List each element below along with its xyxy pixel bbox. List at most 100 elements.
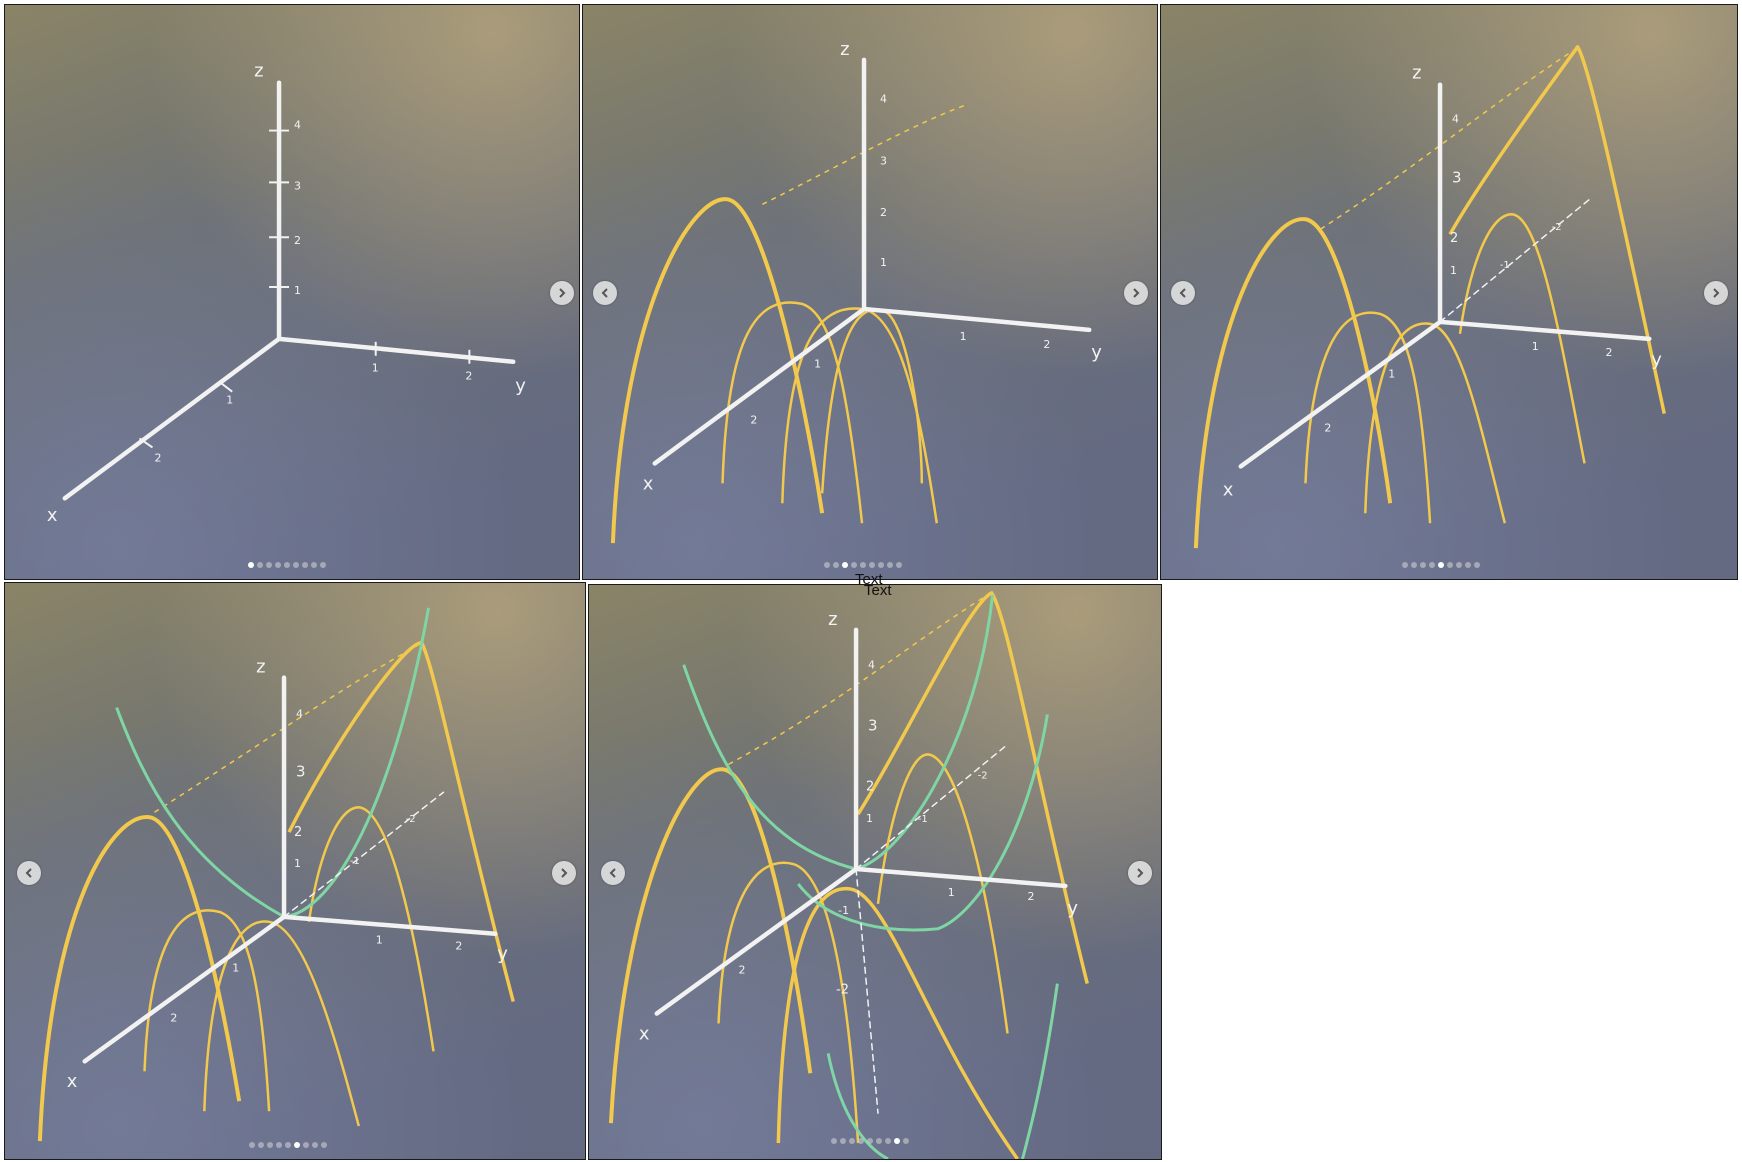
slide-dot[interactable] <box>851 562 857 568</box>
slide-dot[interactable] <box>833 562 839 568</box>
slide-dot[interactable] <box>293 562 299 568</box>
z-tick-label: 4 <box>1452 113 1459 126</box>
slide-indicator <box>824 561 902 569</box>
slide-dot[interactable] <box>887 562 893 568</box>
slide-dot[interactable] <box>1429 562 1435 568</box>
slide-dot[interactable] <box>869 562 875 568</box>
slide-dot[interactable] <box>320 562 326 568</box>
slide-dot[interactable] <box>267 1142 273 1148</box>
slide-dot[interactable] <box>1456 562 1462 568</box>
chevron-right-icon <box>559 288 566 298</box>
slide-dot[interactable] <box>1402 562 1408 568</box>
slide-dot[interactable] <box>285 1142 291 1148</box>
slide-dot[interactable] <box>1420 562 1426 568</box>
prev-slide-button[interactable] <box>17 861 41 885</box>
z-axis-label: z <box>1412 63 1421 84</box>
z-tick-label: 3 <box>1452 168 1462 186</box>
slide-dot[interactable] <box>311 562 317 568</box>
z-tick-label: 3 <box>868 716 878 734</box>
slide-dot[interactable] <box>321 1142 327 1148</box>
slide-dot[interactable] <box>903 1138 909 1144</box>
slide-indicator <box>1402 561 1480 569</box>
neg-y-tick-label: -1 <box>1500 260 1510 271</box>
slide-dot[interactable] <box>284 562 290 568</box>
slide-dot[interactable] <box>276 1142 282 1148</box>
slide-dot[interactable] <box>894 1138 900 1144</box>
slide-dot[interactable] <box>1438 562 1444 568</box>
slide-dot[interactable] <box>842 562 848 568</box>
slide-dot[interactable] <box>257 562 263 568</box>
slide-dot[interactable] <box>860 562 866 568</box>
slide-dot[interactable] <box>303 1142 309 1148</box>
z-tick-label: 2 <box>294 234 301 247</box>
chevron-right-icon <box>1713 288 1720 298</box>
y-tick-label: 1 <box>1532 340 1539 353</box>
slide-dot[interactable] <box>840 1138 846 1144</box>
slide-dot[interactable] <box>248 562 254 568</box>
z-tick-label: 3 <box>880 154 887 167</box>
slide-dot[interactable] <box>312 1142 318 1148</box>
caption-text: Text <box>864 582 892 599</box>
chevron-left-icon <box>25 868 32 878</box>
z-tick-label: 2 <box>294 825 302 840</box>
y-tick-label: 2 <box>465 370 472 383</box>
x-axis-label: x <box>639 1023 650 1044</box>
x-tick-label: 2 <box>170 1011 177 1024</box>
slide-panel-2: z y x 1 2 3 4 1 2 1 2 <box>582 4 1158 580</box>
slide-dot[interactable] <box>858 1138 864 1144</box>
neg-z-tick-label: -1 <box>838 904 849 917</box>
axes <box>652 57 1092 466</box>
yellow-parabola-curves <box>608 590 1089 1159</box>
prev-slide-button[interactable] <box>593 281 617 305</box>
next-slide-button[interactable] <box>552 861 576 885</box>
x-axis-label: x <box>1223 479 1234 500</box>
y-tick-label: 1 <box>372 362 379 375</box>
neg-y-tick-label: -2 <box>978 770 988 781</box>
next-slide-button[interactable] <box>1124 281 1148 305</box>
slide-dot[interactable] <box>249 1142 255 1148</box>
slide-dot[interactable] <box>831 1138 837 1144</box>
slide-dot[interactable] <box>896 562 902 568</box>
x-tick-label: 2 <box>154 451 161 464</box>
slide-dot[interactable] <box>849 1138 855 1144</box>
slide-panel-3: z y x 1 2 3 4 1 2 1 2 -1 -2 <box>1160 4 1738 580</box>
prev-slide-button[interactable] <box>1171 281 1195 305</box>
y-tick-label: 1 <box>376 934 383 947</box>
z-tick-label: 4 <box>294 119 301 132</box>
slide-dot[interactable] <box>1474 562 1480 568</box>
z-axis-label: z <box>256 657 265 678</box>
z-tick-label: 3 <box>294 179 301 192</box>
y-tick-label: 1 <box>960 330 967 343</box>
yellow-parabola-curves <box>37 641 515 1142</box>
prev-slide-button[interactable] <box>601 861 625 885</box>
slide-dot[interactable] <box>275 562 281 568</box>
slide-indicator <box>249 1141 327 1149</box>
y-axis-label: y <box>515 376 526 397</box>
next-slide-button[interactable] <box>550 281 574 305</box>
z-tick-label: 4 <box>868 659 875 672</box>
slide-dot[interactable] <box>867 1138 873 1144</box>
next-slide-button[interactable] <box>1704 281 1728 305</box>
slide-dot[interactable] <box>1447 562 1453 568</box>
slide-dot[interactable] <box>878 562 884 568</box>
slide-dot[interactable] <box>1411 562 1417 568</box>
x-tick-label: 2 <box>1324 422 1331 435</box>
slide-dot[interactable] <box>266 562 272 568</box>
slide-dot[interactable] <box>876 1138 882 1144</box>
z-tick-label: 2 <box>866 779 874 794</box>
slide-dot[interactable] <box>1465 562 1471 568</box>
x-axis <box>62 336 282 501</box>
z-tick-label: 2 <box>1450 231 1458 246</box>
slide-dot[interactable] <box>302 562 308 568</box>
chevron-right-icon <box>1137 868 1144 878</box>
slide-dot[interactable] <box>258 1142 264 1148</box>
slide-panel-5: z y x 1 2 3 4 1 2 2 -1 -2 -1 -2 <box>588 584 1162 1160</box>
slide-dot[interactable] <box>294 1142 300 1148</box>
slide-dot[interactable] <box>824 562 830 568</box>
axes <box>82 675 498 1064</box>
z-axis-label: z <box>828 609 837 630</box>
z-tick-label: 1 <box>880 256 887 269</box>
slide-dot[interactable] <box>885 1138 891 1144</box>
next-slide-button[interactable] <box>1128 861 1152 885</box>
neg-y-tick-label: -1 <box>918 814 928 825</box>
